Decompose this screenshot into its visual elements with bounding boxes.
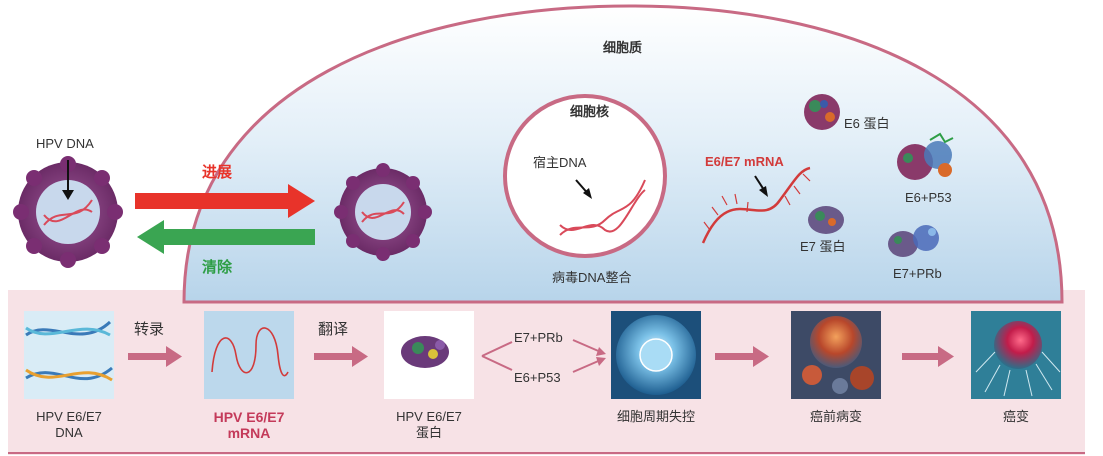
progress-label: 进展 (202, 164, 233, 181)
step2-line2: mRNA (227, 425, 271, 441)
precancerous-thumbnail (791, 311, 881, 399)
hpv-virus-particle-left (13, 156, 123, 268)
step3-label: HPV E6/E7 蛋白 (379, 409, 479, 441)
step1-line1: HPV E6/E7 (36, 409, 102, 424)
translation-arrow (314, 346, 368, 367)
progress-arrow (135, 184, 315, 218)
cell-cycle-to-precancer-arrow (715, 346, 769, 367)
mrna-label: E6/E7 mRNA (705, 154, 784, 169)
hpv-virus-particle-right (334, 163, 432, 261)
nucleus (503, 94, 667, 258)
cancer-thumbnail (971, 311, 1061, 399)
clear-label: 清除 (202, 259, 233, 276)
integration-label: 病毒DNA整合 (552, 270, 632, 285)
e7-prb-complex-icon (888, 225, 939, 257)
host-dna-pointer-head (583, 188, 592, 199)
clear-arrow (137, 220, 315, 254)
transcription-label: 转录 (134, 321, 165, 338)
branch-top-label: E7+PRb (514, 330, 563, 345)
hpv-dna-pointer-head (62, 190, 74, 200)
step4-label: 细胞周期失控 (616, 409, 695, 424)
mrna-strand (701, 166, 811, 244)
e7-protein-label: E7 蛋白 (800, 239, 846, 254)
host-dna-helix (559, 179, 646, 236)
e6-p53-label: E6+P53 (905, 190, 952, 205)
pathway-band (8, 290, 1085, 455)
step6-label: 癌变 (1002, 409, 1029, 424)
e6-protein-icon (804, 94, 840, 130)
e7-prb-label: E7+PRb (893, 266, 942, 281)
dna-thumbnail (24, 311, 114, 399)
step2-label: HPV E6/E7 mRNA (199, 409, 299, 441)
cytoplasm-label: 细胞质 (603, 40, 643, 55)
cell-cycle-thumbnail (611, 311, 701, 399)
step5-label: 癌前病变 (809, 409, 862, 424)
step1-label: HPV E6/E7 DNA (19, 409, 119, 441)
e6-p53-complex-icon (897, 132, 954, 180)
precancer-to-cancer-arrow (902, 346, 954, 367)
e6-protein-label: E6 蛋白 (844, 116, 890, 131)
nucleus-label: 细胞核 (570, 104, 610, 119)
translation-label: 翻译 (318, 321, 349, 338)
mrna-bases (703, 173, 811, 231)
branch-arrowheads (596, 347, 606, 366)
host-dna-label: 宿主DNA (533, 155, 587, 170)
step2-line1: HPV E6/E7 (213, 409, 285, 425)
hpv-dna-label: HPV DNA (36, 136, 94, 151)
branch-bottom-label: E6+P53 (514, 370, 561, 385)
protein-thumbnail (384, 311, 474, 399)
transcription-arrow (128, 346, 182, 367)
step3-line1: HPV E6/E7 (396, 409, 462, 424)
mrna-pointer-head (759, 186, 768, 197)
mrna-thumbnail (204, 311, 294, 399)
step3-line2: 蛋白 (415, 425, 442, 440)
e7-protein-icon (808, 206, 844, 234)
step1-line2: DNA (55, 425, 83, 440)
